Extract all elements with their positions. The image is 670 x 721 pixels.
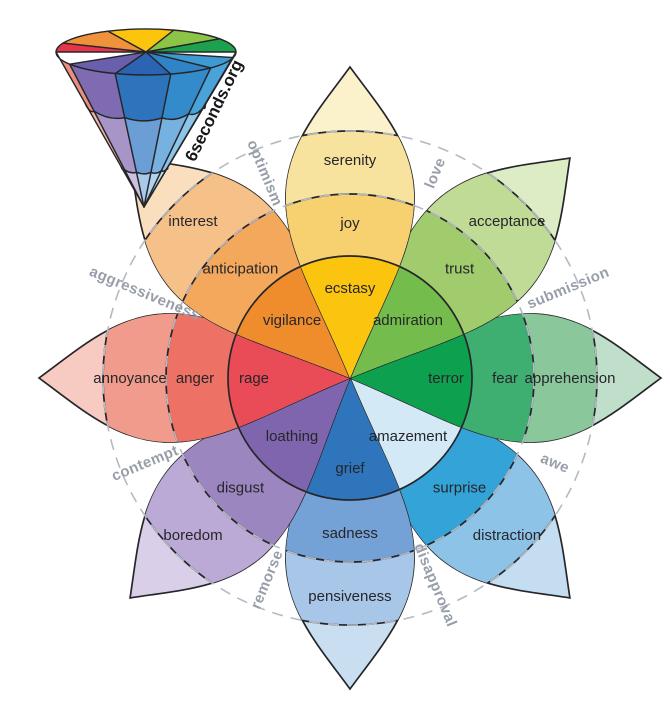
emotion-label-serenity: serenity [324, 152, 377, 169]
emotion-label-rage: rage [239, 370, 269, 387]
emotion-label-trust: trust [445, 260, 475, 277]
emotion-label-ecstasy: ecstasy [325, 280, 376, 297]
emotion-label-anticipation: anticipation [202, 260, 278, 277]
emotion-label-fear: fear [492, 370, 518, 387]
dyad-label-awe: awe [538, 450, 572, 477]
emotion-label-annoyance: annoyance [93, 370, 166, 387]
emotion-label-interest: interest [168, 213, 218, 230]
emotion-label-pensiveness: pensiveness [308, 588, 391, 605]
emotion-label-vigilance: vigilance [263, 312, 321, 329]
emotion-label-grief: grief [335, 460, 365, 477]
emotion-label-distraction: distraction [473, 527, 541, 544]
emotion-label-apprehension: apprehension [525, 370, 616, 387]
emotion-label-joy: joy [339, 215, 360, 232]
petal-joy-middle-band [285, 193, 415, 378]
emotion-label-boredom: boredom [163, 527, 222, 544]
emotion-label-surprise: surprise [433, 480, 486, 497]
petal-anger-outer-band [102, 313, 350, 443]
dashed-ring-middle [165, 193, 535, 563]
dyad-label-love: love [422, 155, 450, 191]
emotion-label-loathing: loathing [266, 428, 319, 445]
emotion-label-anger: anger [176, 370, 214, 387]
cone-top-wedge-orange [62, 30, 147, 53]
emotion-label-amazement: amazement [369, 428, 448, 445]
emotion-cone-3d-icon: 6seconds.org [55, 28, 247, 208]
emotion-label-acceptance: acceptance [469, 213, 546, 230]
dashed-ring-outer [102, 130, 598, 626]
cone-panel-green-row3 [143, 166, 169, 208]
emotion-label-admiration: admiration [373, 312, 443, 329]
emotion-label-sadness: sadness [322, 525, 378, 542]
emotion-label-disgust: disgust [217, 480, 265, 497]
cone-top-wedge-yellow [107, 28, 175, 53]
emotion-label-terror: terror [428, 370, 464, 387]
